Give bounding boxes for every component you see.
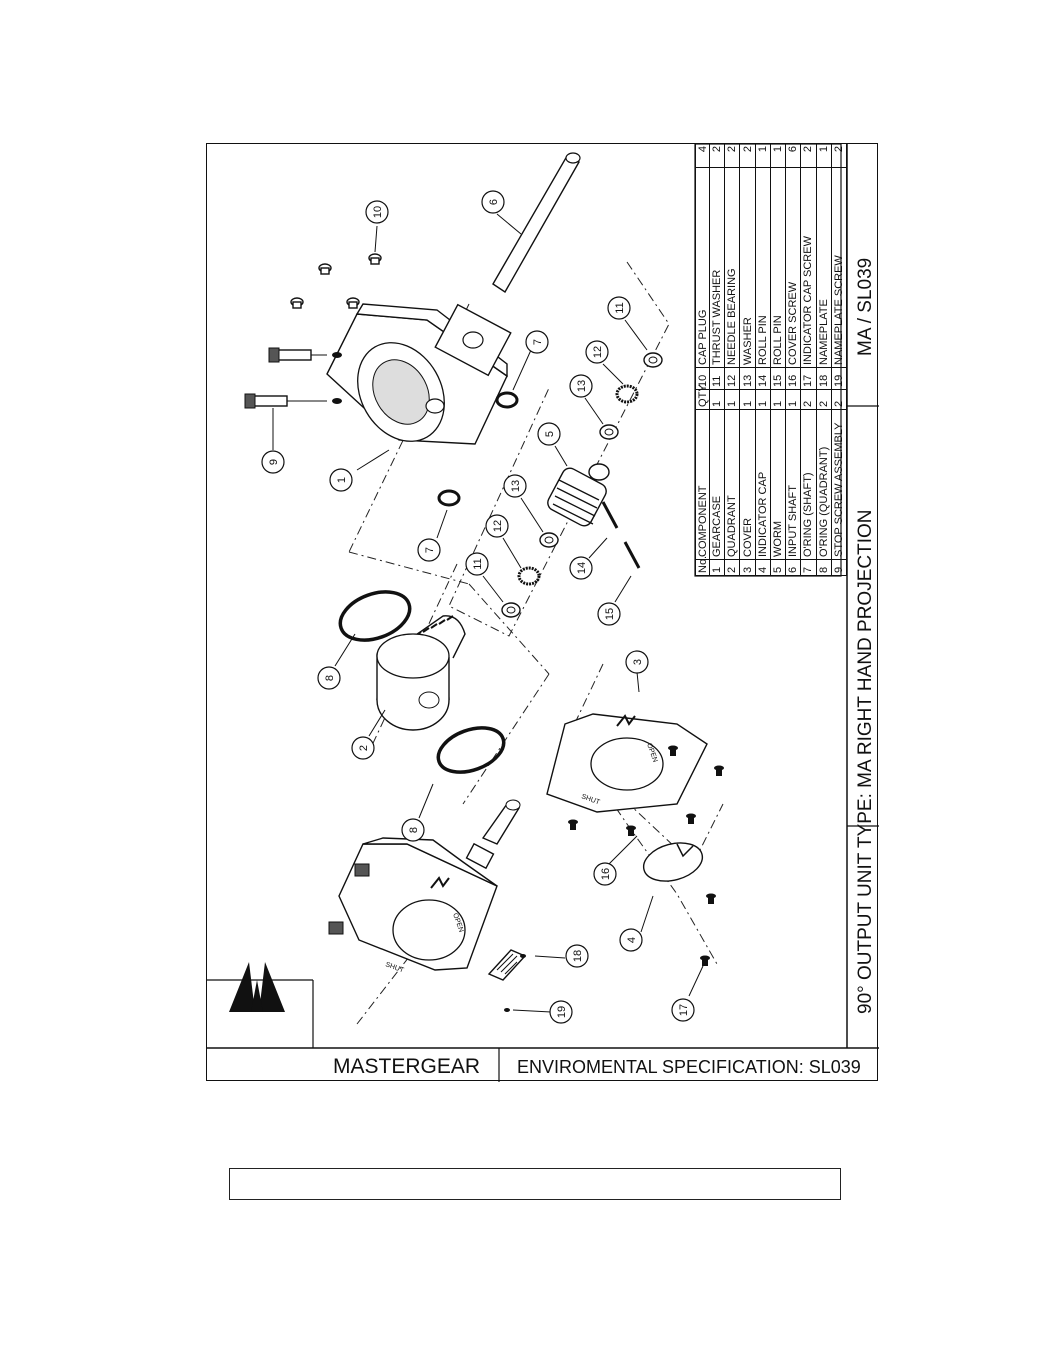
callout-number: 16 [600,868,612,880]
callout-balloon: 8 [317,666,341,690]
callout-balloon: 13 [503,474,527,498]
callout-balloon: 11 [607,296,631,320]
callout-number: 12 [492,520,504,532]
indicator-cap [642,842,704,882]
gearcase-assembled: SHUT OPEN [328,799,521,975]
callout-number: 18 [572,950,584,962]
callout-number: 12 [592,346,604,358]
gearcase-shut-label: SHUT [384,961,405,974]
callout-balloon: 17 [671,998,695,1022]
callout-balloon: 7 [417,538,441,562]
callout-number: 13 [576,380,588,392]
model-id: MA / SL039 [855,258,876,356]
callout-number: 13 [510,480,522,492]
callout-number: 9 [268,459,280,465]
brand-name: MASTERGEAR [333,1055,480,1078]
callout-balloon: 16 [593,862,617,886]
gearcase-upper [326,303,512,445]
washers [539,424,619,548]
callout-balloon: 3 [625,650,649,674]
callout-balloon: 2 [351,736,375,760]
callout-balloon: 12 [485,514,509,538]
callout-balloon: 19 [549,1000,573,1024]
mastergear-logo-icon [229,962,285,1012]
callout-number: 5 [544,431,556,437]
callout-balloon: 7 [525,330,549,354]
bill-of-materials [694,144,842,577]
type-line: 90° OUTPUT UNIT TYPE: MA RIGHT HAND PROJ… [855,510,876,1015]
callout-number: 19 [556,1006,568,1018]
exploded-assembly-drawing: MASTERGEAR ENVIROMENTAL SPECIFICATION: S… [207,144,879,1082]
callout-balloon: 10 [365,200,389,224]
title-block [207,144,879,1082]
callout-number: 15 [604,608,616,620]
callout-balloon: 4 [619,928,643,952]
nameplate-screws [504,954,526,1012]
callout-balloon: 1 [329,468,353,492]
spec-line: ENVIROMENTAL SPECIFICATION: SL039 [517,1057,861,1077]
orings-shaft [437,391,519,507]
drawing-frame: MASTERGEAR ENVIROMENTAL SPECIFICATION: S… [206,143,879,1082]
quadrant [376,615,466,731]
leader-lines [272,213,704,1013]
callout-number: 11 [614,302,626,313]
callout-number: 17 [678,1004,690,1016]
worm [547,463,610,527]
callout-number: 1 [336,477,348,483]
callout-balloon: 8 [401,818,425,842]
callout-balloon: 6 [481,190,505,214]
orings-quadrant [338,590,506,774]
callout-number: 2 [358,745,370,751]
callout-number: 4 [626,937,638,943]
callout-number: 8 [408,827,420,833]
callout-balloon: 5 [537,422,561,446]
parts-layer: SHUT OPEN SHUT OPEN [244,152,724,1025]
callout-number: 11 [472,558,484,569]
footer-box [229,1168,841,1200]
cap-plugs [290,253,382,309]
callout-balloon: 15 [597,602,621,626]
callout-number: 10 [372,206,384,218]
roll-pins [601,501,641,569]
callout-balloon: 14 [569,556,593,580]
thrust-washers [501,352,663,618]
callout-number: 7 [424,547,436,553]
indicator-cap-screws [700,893,716,966]
cover: SHUT OPEN [546,713,708,813]
callout-balloon: 13 [569,374,593,398]
callout-number: 7 [532,339,544,345]
callout-balloon: 12 [585,340,609,364]
nameplate [487,949,527,981]
needle-bearings [517,384,639,586]
callout-number: 3 [632,659,644,665]
input-shaft [492,152,581,293]
callout-balloon: 9 [261,450,285,474]
callout-balloon: 11 [465,552,489,576]
callout-balloon: 18 [565,944,589,968]
callout-number: 14 [576,562,588,574]
stop-screw-assemblies [244,347,342,409]
callout-number: 6 [488,199,500,205]
callout-number: 8 [324,675,336,681]
